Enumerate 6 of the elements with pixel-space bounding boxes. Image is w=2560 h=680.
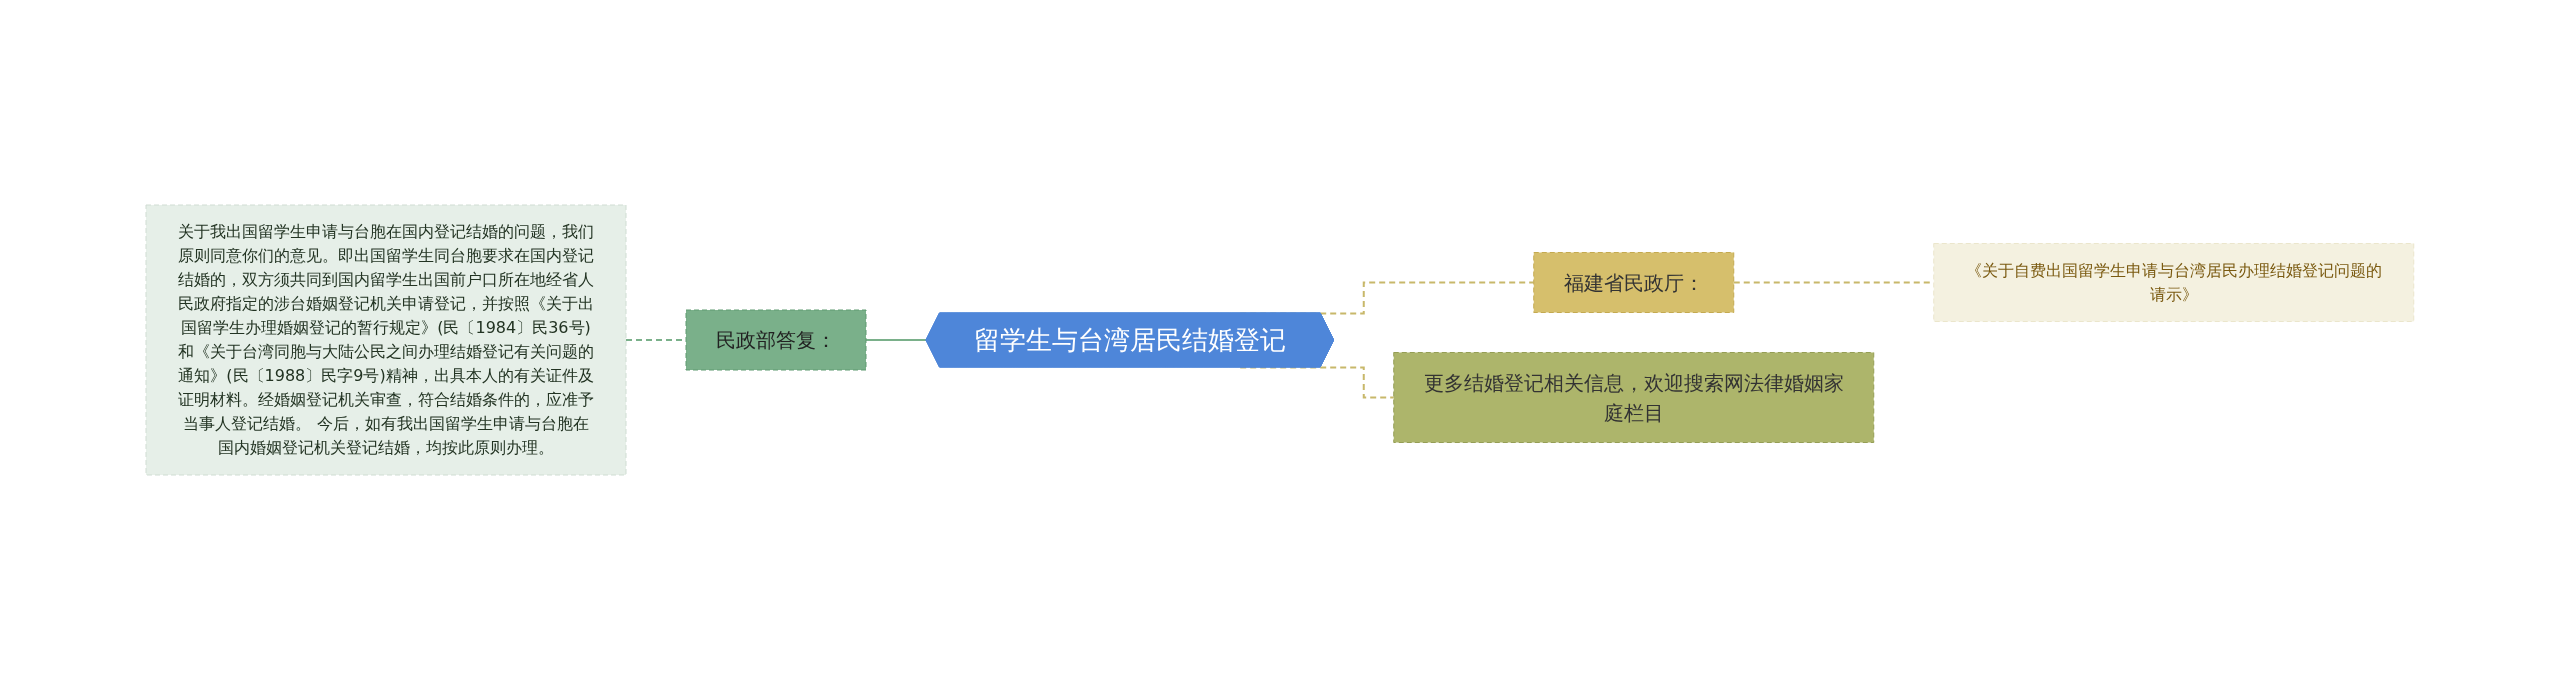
connector	[865, 339, 928, 342]
node-box: 《关于自费出国留学生申请与台湾居民办理结婚登记问题的请示》	[1933, 243, 2415, 322]
node-box: 民政部答复：	[685, 309, 867, 371]
node-box: 福建省民政厅：	[1533, 252, 1735, 313]
node-box: 更多结婚登记相关信息，欢迎搜索网法律婚姻家庭栏目	[1393, 352, 1875, 443]
node-box: 关于我出国留学生申请与台胞在国内登记结婚的问题，我们原则同意你们的意见。即出国留学生同台胞要求在国内登记结婚的，双方须共同到国内留学生出国前户口所在地经省人民政府指定的涉台婚姻登记机关申请登记，并按照《关于出国留学生办理婚姻登记的暂行规定》(民〔1984〕民36号)和《关于台湾同胞与大陆公民之间办理结婚登记有关问题的通知》(民〔1988〕民字9号)精神，出具本人的有关证件及证明材料。经婚姻登记机关审查，符合结婚条件的，应准予当事人登记结婚。 今后，如有我出国留学生申请与台胞在国内婚姻登记机关登记结婚，均按此原则办理。	[145, 204, 627, 476]
